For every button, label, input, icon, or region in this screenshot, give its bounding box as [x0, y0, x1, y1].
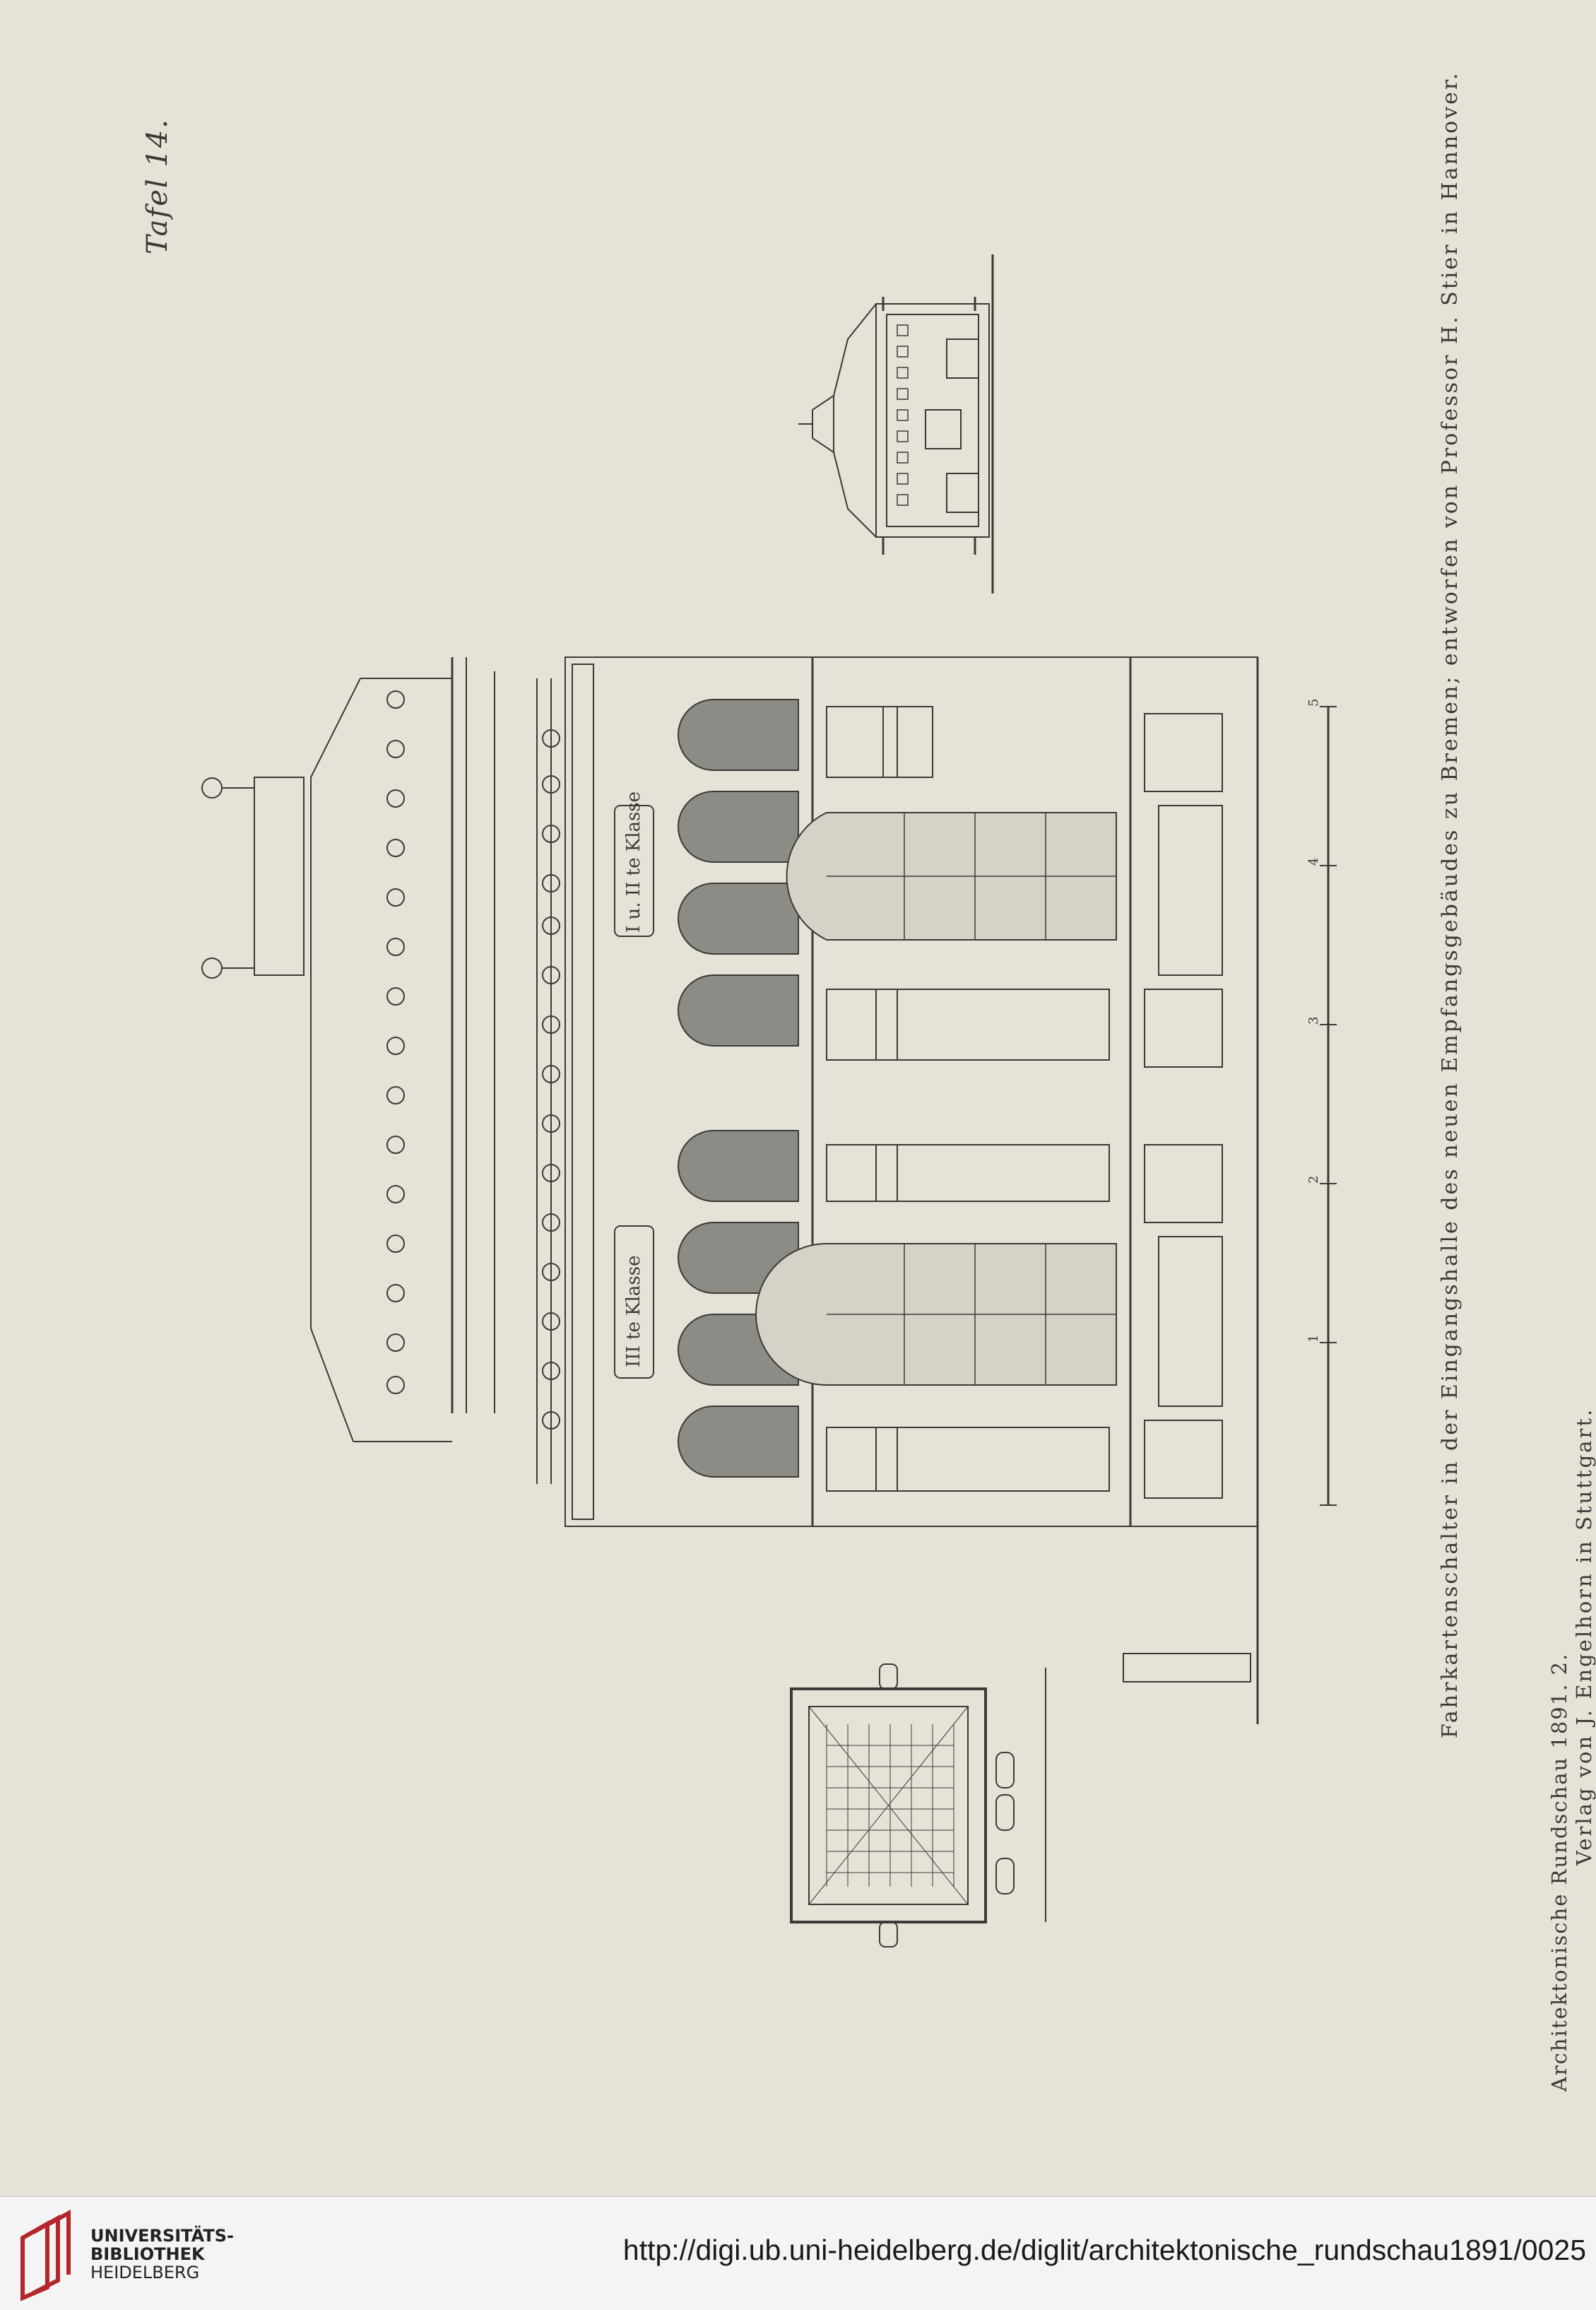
scanned-plate: Tafel 14. Fahrkartenschalter in der Eing… [0, 0, 1596, 2196]
frieze-rosettes [542, 729, 560, 1430]
floor-plan-drawing [790, 1663, 1046, 1947]
scale-bar [1320, 706, 1337, 1506]
sign-panel-first-class [614, 805, 654, 937]
sign-label-third-class: III te Klasse [623, 1256, 644, 1368]
scale-number: 3 [1306, 1017, 1321, 1025]
front-elevation-drawing [201, 656, 1259, 1724]
sign-label-first-class: I u. II te Klasse [623, 791, 644, 933]
library-name-line: HEIDELBERG [90, 2263, 200, 2282]
side-elevation-windows [897, 324, 909, 506]
permalink-url[interactable]: http://digi.ub.uni-heidelberg.de/diglit/… [622, 2234, 1586, 2266]
library-name-line: BIBLIOTHEK [90, 2244, 205, 2264]
sign-panel-third-class [614, 1225, 654, 1379]
viewer-footer: UNIVERSITÄTS- BIBLIOTHEK HEIDELBERG http… [0, 2196, 1596, 2310]
scale-number: 2 [1306, 1176, 1321, 1184]
scale-number: 1 [1306, 1335, 1321, 1343]
architectural-drawing: I u. II te Klasse III te Klasse 5 4 3 2 … [201, 254, 1337, 1947]
university-library-logo-icon [20, 2210, 71, 2302]
crest-ornaments [386, 690, 405, 1394]
library-name: UNIVERSITÄTS- BIBLIOTHEK HEIDELBERG [90, 2227, 234, 2282]
scale-number: 5 [1306, 699, 1321, 707]
scale-number: 4 [1306, 858, 1321, 866]
side-elevation-drawing [798, 254, 994, 594]
library-name-line: UNIVERSITÄTS- [90, 2226, 235, 2246]
